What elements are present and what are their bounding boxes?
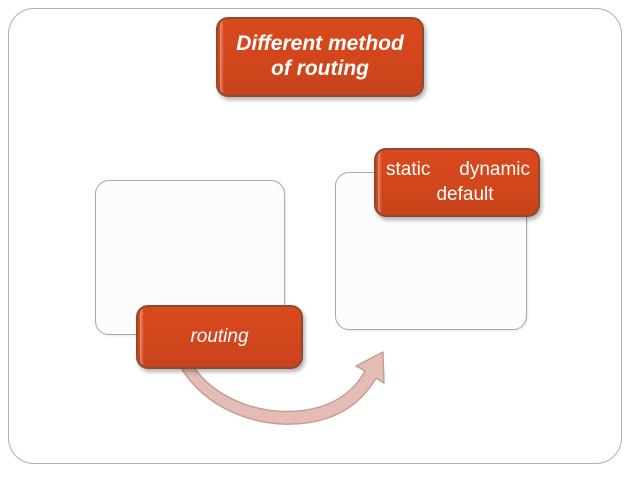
routing-callout[interactable]: routing (136, 305, 303, 369)
routing-type-static: static (386, 159, 431, 181)
title-line-1: Different method (236, 32, 404, 56)
routing-type-default: default (436, 183, 494, 205)
title-line-2: of routing (271, 57, 369, 80)
routing-types-callout[interactable]: static dynamic default (374, 148, 540, 217)
slide-frame-border (8, 8, 622, 464)
routing-types-row: static dynamic (382, 159, 532, 181)
title-callout[interactable]: Different method of routing (216, 17, 424, 97)
curved-arrow-path (177, 351, 385, 425)
routing-label: routing (190, 325, 249, 347)
curved-arrow-icon (177, 351, 385, 425)
title-text-block: Different method of routing (236, 32, 404, 82)
routing-type-dynamic: dynamic (459, 159, 530, 181)
